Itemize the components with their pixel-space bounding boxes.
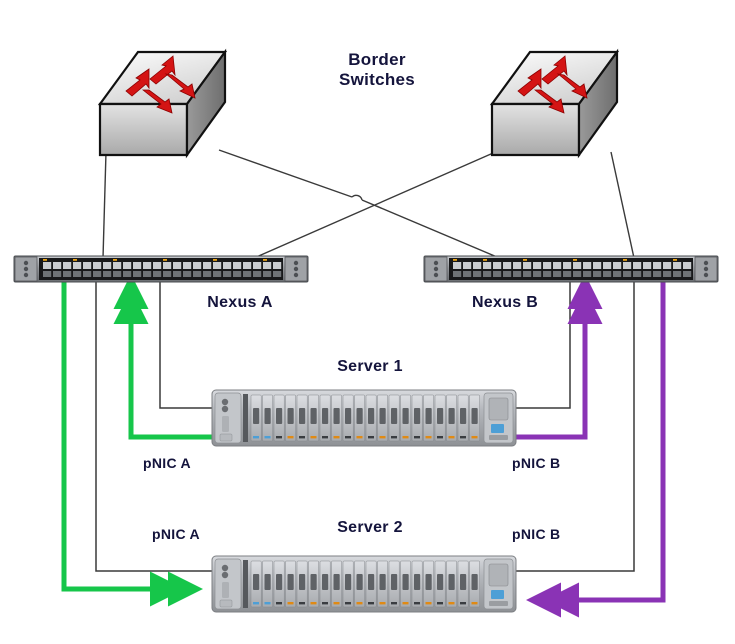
server-optical-drive — [488, 563, 509, 587]
link-bsl-nexus-b — [218, 149, 353, 198]
pnic-b-server1-label: pNIC B — [512, 455, 561, 471]
nexus-ear-hole — [23, 260, 29, 266]
server-2-chassis[interactable] — [211, 555, 517, 613]
nexus-port-row-lower — [43, 271, 282, 277]
server-bay-leds — [253, 436, 478, 439]
cable-server2-pnicA-to-nexusA — [95, 276, 212, 572]
server-bay-handles — [253, 408, 478, 424]
server-left-usb — [219, 599, 233, 608]
power-button-icon[interactable] — [221, 398, 229, 406]
server-vertical-label — [222, 416, 229, 432]
server-bay-handles — [253, 574, 478, 590]
switch-front-face — [490, 102, 581, 157]
power-led-icon — [221, 405, 229, 413]
green-path-server2-right — [61, 276, 186, 607]
power-led-icon — [221, 571, 229, 579]
pnic-a-server2-label: pNIC A — [152, 526, 200, 542]
power-button-icon[interactable] — [221, 564, 229, 572]
cable-server1-pnicA-to-nexusA — [159, 276, 212, 409]
switch-side-face — [185, 48, 227, 159]
nexus-ear-hole — [433, 260, 439, 266]
nexus-ear-hole — [433, 266, 439, 272]
nexus-ear-hole — [433, 272, 439, 278]
nexus-ear-hole — [23, 266, 29, 272]
green-flow-nexusA-server2 — [61, 276, 204, 607]
server-vertical-label — [222, 582, 229, 598]
nexus-a-switch[interactable] — [13, 255, 309, 283]
border-to-nexus-links — [102, 149, 635, 263]
server-1-chassis[interactable] — [211, 389, 517, 447]
server-vent-strip — [243, 560, 248, 608]
border-switches-label: Border Switches — [312, 50, 442, 90]
link-bsl-nexus-a — [102, 151, 107, 259]
purple-flow-nexusB-server2 — [525, 276, 666, 618]
border-switch-left[interactable] — [97, 48, 228, 159]
nexus-b-switch[interactable] — [423, 255, 719, 283]
server-right-label — [489, 435, 508, 440]
pnic-a-server1-label: pNIC A — [143, 455, 191, 471]
nexus-ear-hole — [703, 272, 709, 278]
switch-arrows-icon — [125, 55, 196, 114]
cable-server2-pnicB-to-nexusB — [516, 276, 635, 572]
server-bay-leds — [253, 602, 478, 605]
green-path-server1-up — [113, 288, 212, 440]
server-2-label: Server 2 — [337, 519, 403, 536]
nexus-status-leds — [453, 259, 677, 261]
nexus-b-label: Nexus B — [471, 294, 539, 311]
link-bsl-nexus-b-2 — [361, 199, 498, 258]
nexus-ear-hole — [293, 272, 299, 278]
border-switches-label-line2: Switches — [338, 70, 416, 90]
line-hop-arc — [351, 194, 363, 201]
border-switches-label-line1: Border — [348, 50, 406, 69]
nexus-port-row-upper — [43, 262, 282, 269]
server-left-usb — [219, 433, 233, 442]
server-right-label — [489, 601, 508, 606]
link-bsr-nexus-a — [244, 149, 501, 263]
purple-path-server1-up — [516, 288, 603, 440]
server-1-label: Server 1 — [337, 358, 403, 375]
server2-black-cables — [95, 276, 635, 572]
nexus-ear-hole — [293, 266, 299, 272]
nexus-ear-hole — [23, 272, 29, 278]
link-bsr-nexus-b — [610, 151, 635, 259]
switch-front-face — [98, 102, 189, 157]
server-optical-drive — [488, 397, 509, 421]
nexus-ear-hole — [703, 260, 709, 266]
server-nic-port[interactable] — [491, 424, 504, 433]
purple-path-server2-left — [543, 276, 666, 618]
nexus-ear-hole — [293, 260, 299, 266]
border-switch-right[interactable] — [489, 48, 620, 159]
switch-side-face — [577, 48, 619, 159]
nexus-port-row-upper — [453, 262, 692, 269]
server-vent-strip — [243, 394, 248, 442]
nexus-port-row-lower — [453, 271, 692, 277]
switch-arrows-icon — [517, 55, 588, 114]
nexus-status-leds — [43, 259, 267, 261]
nexus-a-label: Nexus A — [207, 294, 273, 311]
pnic-b-server2-label: pNIC B — [512, 526, 561, 542]
server-nic-port[interactable] — [491, 590, 504, 599]
nexus-ear-hole — [703, 266, 709, 272]
